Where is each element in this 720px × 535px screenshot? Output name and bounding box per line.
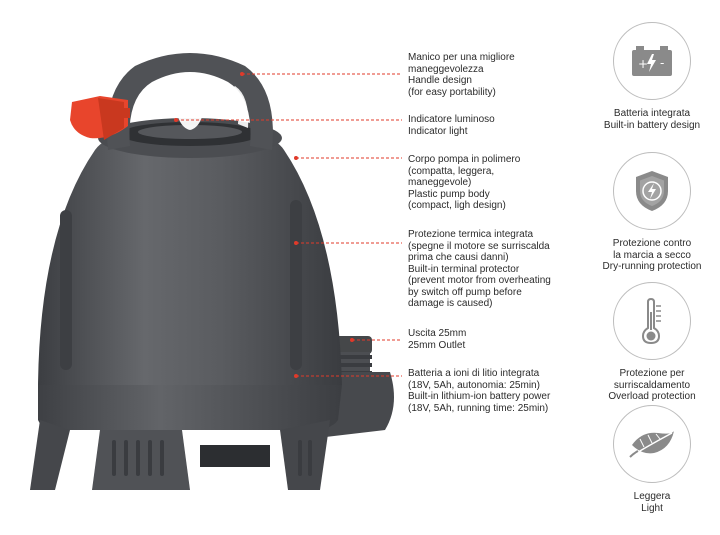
feather-icon [629, 431, 674, 458]
handle [107, 53, 273, 150]
feature-circle [613, 282, 691, 360]
feature-dry-running: Protezione contro la marcia a secco Dry-… [587, 152, 717, 273]
feature-label: Batteria integrata Built-in battery desi… [603, 108, 701, 131]
callout-indicator-light: Indicatore luminoso Indicator light [408, 114, 495, 137]
svg-text:+: + [638, 57, 648, 71]
feature-label: Leggera Light [633, 491, 671, 514]
callout-pump-body: Corpo pompa in polimero (compatta, legge… [408, 154, 521, 211]
indicator-light [70, 96, 130, 140]
feature-circle: + - [613, 22, 691, 100]
feature-battery: + - Batteria integrata Built-in battery … [587, 22, 717, 131]
feature-label: Protezione contro la marcia a secco Dry-… [602, 238, 702, 272]
leader-dots [174, 72, 354, 378]
feature-circle [613, 405, 691, 483]
pump-body [38, 118, 342, 385]
callout-handle: Manico per una migliore maneggevolezza H… [408, 52, 515, 98]
pump-base [30, 385, 342, 490]
feature-label: Protezione per surriscaldamento Overload… [608, 368, 696, 402]
callout-outlet: Uscita 25mm 25mm Outlet [408, 328, 467, 351]
feature-overload: Protezione per surriscaldamento Overload… [587, 282, 717, 403]
leader-lines [176, 73, 402, 377]
feature-circle [613, 152, 691, 230]
feature-light-weight: Leggera Light [587, 405, 717, 514]
lightning-shield-icon [636, 171, 668, 211]
callout-thermal-protection: Protezione termica integrata (spegne il … [408, 229, 551, 309]
battery-icon: + - [632, 46, 672, 76]
callout-battery: Batteria a ioni di litio integrata (18V,… [408, 368, 551, 414]
thermometer-icon [641, 298, 661, 344]
svg-text:-: - [660, 56, 664, 70]
